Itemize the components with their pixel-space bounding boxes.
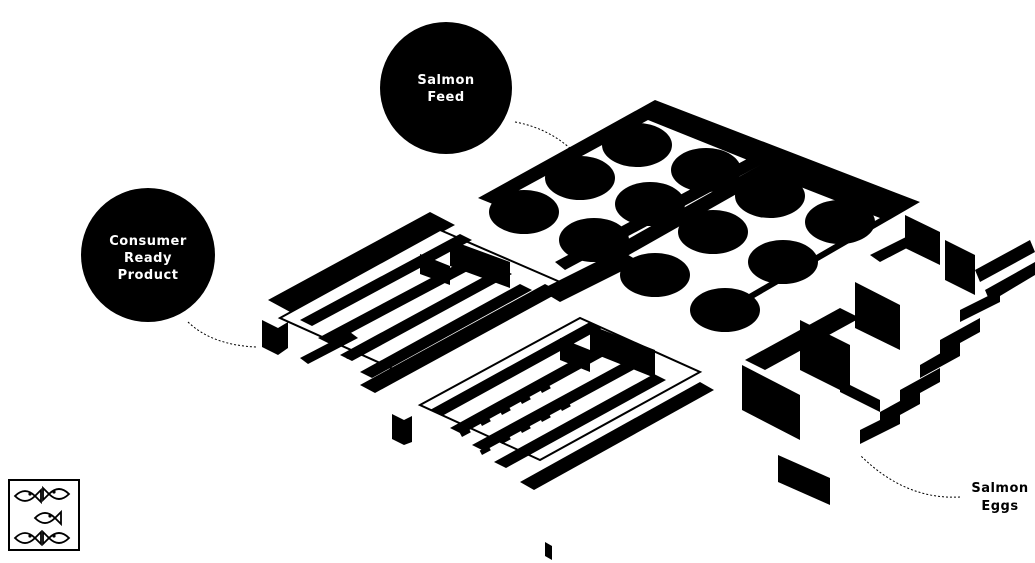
tank [690, 288, 760, 332]
consumer-product-line-3: Product [118, 268, 179, 283]
tank [748, 240, 818, 284]
salmon-eggs-line-1: Salmon [971, 481, 1028, 496]
block-mid [392, 414, 404, 445]
tank [735, 174, 805, 218]
fish-pattern-icon [9, 480, 79, 550]
tank [545, 156, 615, 200]
consumer-product-line-2: Ready [124, 251, 172, 266]
salmon-eggs-label: Salmon Eggs [971, 481, 1028, 514]
salmon-feed-line-2: Feed [427, 90, 464, 105]
consumer-product-line-1: Consumer [109, 234, 187, 249]
salmon-feed-bubble: Salmon Feed [380, 22, 512, 154]
salmon-tanks [489, 123, 875, 332]
block-left [262, 320, 278, 355]
block-right [778, 455, 830, 505]
tank [602, 123, 672, 167]
tank [489, 190, 559, 234]
tank [805, 200, 875, 244]
facility-plan [262, 100, 1035, 560]
eggs-connector [860, 455, 960, 497]
salmon-eggs-line-2: Eggs [981, 499, 1018, 514]
feed-connector [515, 122, 572, 150]
salmon-feed-line-1: Salmon [417, 73, 474, 88]
block-bottom [545, 542, 552, 560]
consumer-ready-product-bubble: Consumer Ready Product [81, 188, 215, 322]
tank [678, 210, 748, 254]
block-mid-2 [404, 416, 412, 445]
block-left-2 [278, 322, 288, 355]
product-connector [188, 322, 256, 347]
